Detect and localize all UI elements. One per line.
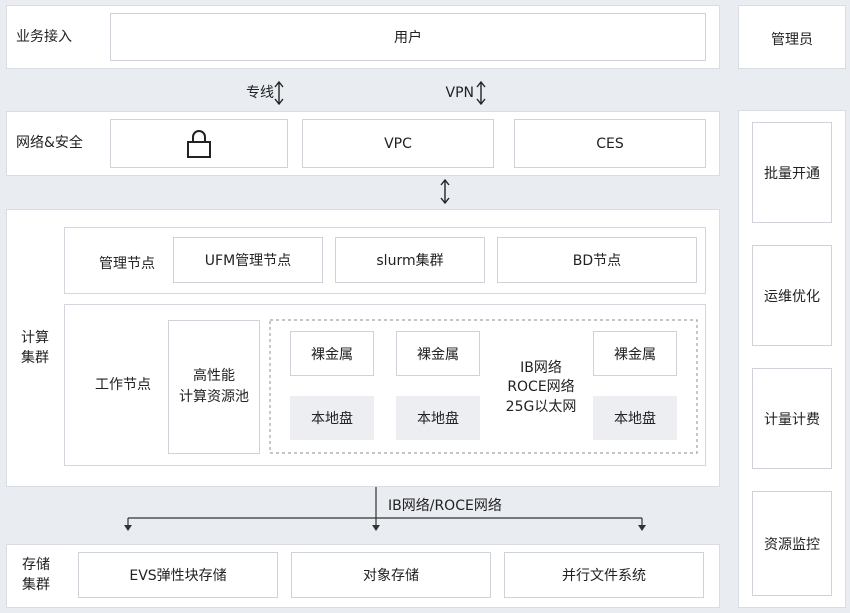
parallel-file-system-box: 并行文件系统: [504, 552, 704, 598]
compute-cluster-label: 计算 集群: [21, 329, 49, 366]
bare-metal-box: 裸金属: [593, 331, 677, 376]
lock-icon: [187, 129, 211, 158]
hpc-resource-pool-box: 高性能 计算资源池: [168, 320, 260, 454]
interconnect-tree: [127, 487, 643, 526]
vpc-box: VPC: [302, 119, 494, 168]
interconnect-arrowheads: [124, 525, 646, 531]
evs-storage-box: EVS弹性块存储: [78, 552, 278, 598]
vpn-arrow: [476, 80, 486, 106]
local-disk-box: 本地盘: [290, 396, 374, 440]
admin-panel: [738, 5, 846, 69]
network-compute-arrow: [440, 178, 450, 205]
node-network-label: IB网络 ROCE网络 25G以太网: [505, 359, 577, 415]
node-group-dashed-border: [269, 319, 698, 454]
local-disk-box: 本地盘: [593, 396, 677, 440]
bd-node-box: BD节点: [497, 237, 697, 283]
vpn-label: VPN: [445, 84, 475, 101]
slurm-cluster-box: slurm集群: [335, 237, 485, 283]
ces-box: CES: [514, 119, 706, 168]
ops-optimization-box: 运维优化: [752, 245, 832, 346]
storage-cluster-label: 存储 集群: [22, 557, 50, 593]
network-security-label: 网络&安全: [16, 135, 83, 152]
ufm-node-box: UFM管理节点: [173, 237, 323, 283]
user-box: 用户: [110, 13, 706, 61]
dedicated-line-label: 专线: [246, 84, 274, 101]
resource-monitoring-box: 资源监控: [752, 491, 832, 596]
business-access-label: 业务接入: [16, 28, 72, 45]
local-disk-box: 本地盘: [396, 396, 480, 440]
metering-billing-box: 计量计费: [752, 368, 832, 469]
bare-metal-box: 裸金属: [290, 331, 374, 376]
admin-label: 管理员: [771, 31, 813, 48]
work-nodes-label: 工作节点: [95, 376, 151, 393]
object-storage-box: 对象存储: [291, 552, 491, 598]
security-lock-box: [110, 119, 288, 168]
management-nodes-label: 管理节点: [99, 256, 155, 273]
interconnect-label: IB网络/ROCE网络: [388, 497, 502, 514]
dedicated-line-arrow: [274, 80, 284, 106]
bare-metal-box: 裸金属: [396, 331, 480, 376]
batch-provision-box: 批量开通: [752, 122, 832, 223]
